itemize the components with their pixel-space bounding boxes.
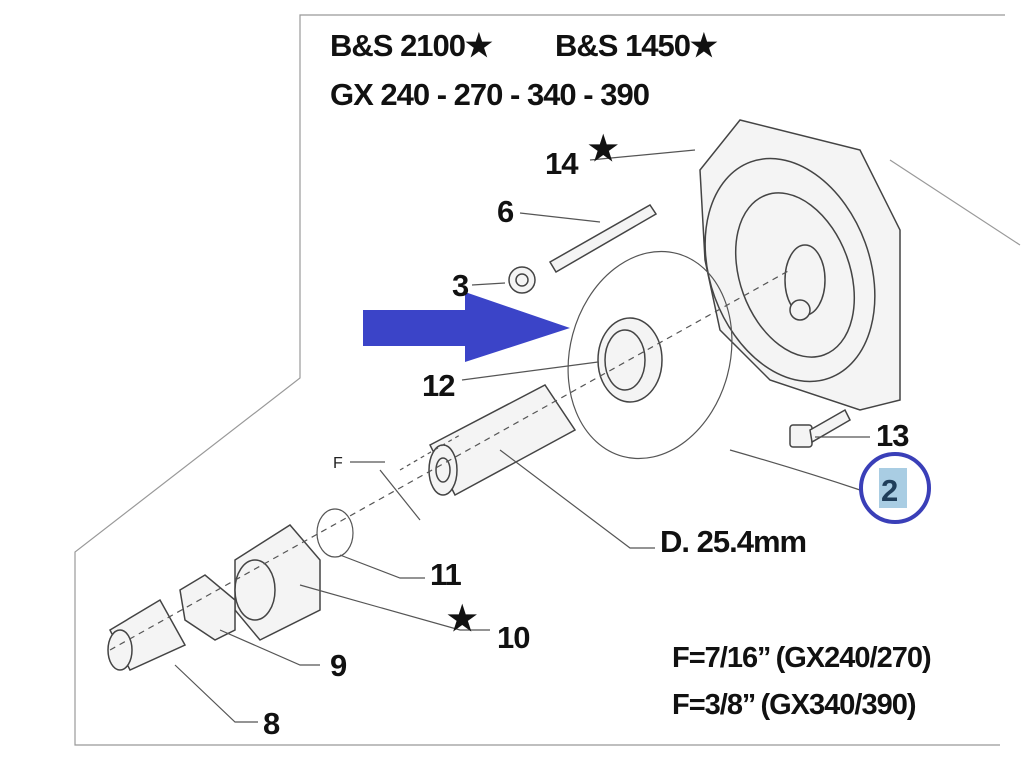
callout-6: 6 <box>497 194 514 229</box>
header-line1-a: B&S 2100★ <box>330 28 493 63</box>
star-icon: ★ <box>588 130 618 168</box>
highlight-box <box>879 468 907 508</box>
note-f2: F=3/8’’ (GX340/390) <box>672 689 916 721</box>
shaft-part <box>428 384 577 497</box>
callout-11: 11 <box>430 557 462 592</box>
pump-housing-part <box>699 119 901 411</box>
f-dimension-label: F <box>333 455 343 472</box>
bolt-part <box>789 408 851 448</box>
callout-10: 10 <box>497 620 529 655</box>
header-line2: GX 240 - 270 - 340 - 390 <box>330 77 649 112</box>
callout-9: 9 <box>330 648 347 683</box>
gear-part <box>234 524 321 641</box>
callout-13: 13 <box>876 418 909 453</box>
callout-12: 12 <box>422 368 454 403</box>
callout-3: 3 <box>452 268 469 303</box>
diameter-label: D. 25.4mm <box>660 524 806 559</box>
arrow-icon <box>363 292 570 362</box>
sleeve-part <box>107 598 187 671</box>
callout-2: 2 <box>881 473 897 508</box>
o-ring-part <box>567 250 733 460</box>
ring-part <box>316 508 354 558</box>
plate-part <box>179 574 236 641</box>
highlight-circle <box>859 452 931 524</box>
note-f1: F=7/16’’ (GX240/270) <box>672 642 931 674</box>
header-line1-b: B&S 1450★ <box>555 28 718 63</box>
star-icon: ★ <box>447 600 477 638</box>
stud-part <box>548 204 658 274</box>
callout-8: 8 <box>263 706 280 741</box>
frame-lines <box>74 14 1021 746</box>
plug-part <box>508 266 536 294</box>
leader-lines <box>109 149 870 723</box>
callout-14: 14 <box>545 146 579 181</box>
